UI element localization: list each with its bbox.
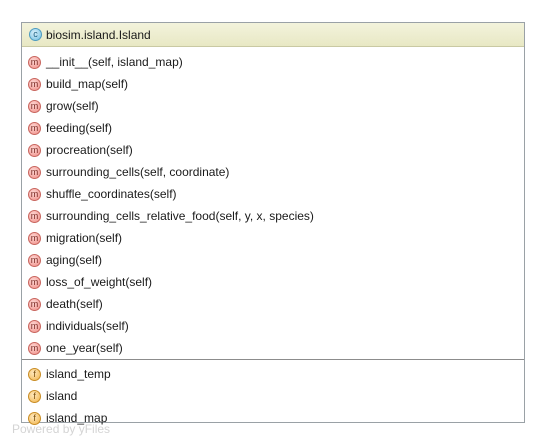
- field-icon: f: [28, 367, 41, 381]
- methods-section: m __init__(self, island_map) m build_map…: [22, 47, 524, 359]
- fields-section: f island_temp f island f island_map: [22, 359, 524, 429]
- method-row[interactable]: m aging(self): [22, 249, 524, 271]
- field-row[interactable]: f island: [22, 385, 524, 407]
- method-icon: m: [28, 77, 41, 91]
- method-icon: m: [28, 165, 41, 179]
- class-icon: c: [29, 28, 42, 41]
- method-label: grow(self): [46, 99, 99, 113]
- method-label: one_year(self): [46, 341, 123, 355]
- method-row[interactable]: m migration(self): [22, 227, 524, 249]
- method-label: procreation(self): [46, 143, 133, 157]
- method-icon: m: [28, 231, 41, 245]
- class-header[interactable]: c biosim.island.Island: [22, 23, 524, 47]
- method-row[interactable]: m build_map(self): [22, 73, 524, 95]
- method-icon: m: [28, 143, 41, 157]
- method-row[interactable]: m individuals(self): [22, 315, 524, 337]
- method-icon: m: [28, 319, 41, 333]
- method-label: death(self): [46, 297, 103, 311]
- method-label: feeding(self): [46, 121, 113, 135]
- field-label: island: [46, 389, 78, 403]
- method-icon: m: [28, 275, 41, 289]
- method-label: aging(self): [46, 253, 103, 267]
- method-row[interactable]: m surrounding_cells(self, coordinate): [22, 161, 524, 183]
- method-label: shuffle_coordinates(self): [46, 187, 177, 201]
- field-label: island_temp: [46, 367, 111, 381]
- method-icon: m: [28, 187, 41, 201]
- field-row[interactable]: f island_map: [22, 407, 524, 429]
- uml-class-node[interactable]: c biosim.island.Island m __init__(self, …: [21, 22, 525, 425]
- method-label: migration(self): [46, 231, 123, 245]
- field-icon: f: [28, 411, 41, 425]
- method-row[interactable]: m loss_of_weight(self): [22, 271, 524, 293]
- field-icon: f: [28, 389, 41, 403]
- class-name: biosim.island.Island: [46, 27, 151, 42]
- method-label: surrounding_cells(self, coordinate): [46, 165, 230, 179]
- method-label: individuals(self): [46, 319, 129, 333]
- method-icon: m: [28, 99, 41, 113]
- method-row[interactable]: m shuffle_coordinates(self): [22, 183, 524, 205]
- method-label: surrounding_cells_relative_food(self, y,…: [46, 209, 314, 223]
- method-icon: m: [28, 209, 41, 223]
- method-row[interactable]: m surrounding_cells_relative_food(self, …: [22, 205, 524, 227]
- method-icon: m: [28, 341, 41, 355]
- method-icon: m: [28, 253, 41, 267]
- method-icon: m: [28, 297, 41, 311]
- field-label: island_map: [46, 411, 108, 425]
- watermark: Powered by yFiles: [12, 422, 111, 436]
- method-row[interactable]: m __init__(self, island_map): [22, 51, 524, 73]
- method-icon: m: [28, 55, 41, 69]
- method-label: build_map(self): [46, 77, 129, 91]
- method-icon: m: [28, 121, 41, 135]
- method-row[interactable]: m death(self): [22, 293, 524, 315]
- method-label: loss_of_weight(self): [46, 275, 153, 289]
- method-row[interactable]: m grow(self): [22, 95, 524, 117]
- method-label: __init__(self, island_map): [46, 55, 183, 69]
- field-row[interactable]: f island_temp: [22, 363, 524, 385]
- method-row[interactable]: m feeding(self): [22, 117, 524, 139]
- method-row[interactable]: m procreation(self): [22, 139, 524, 161]
- method-row[interactable]: m one_year(self): [22, 337, 524, 359]
